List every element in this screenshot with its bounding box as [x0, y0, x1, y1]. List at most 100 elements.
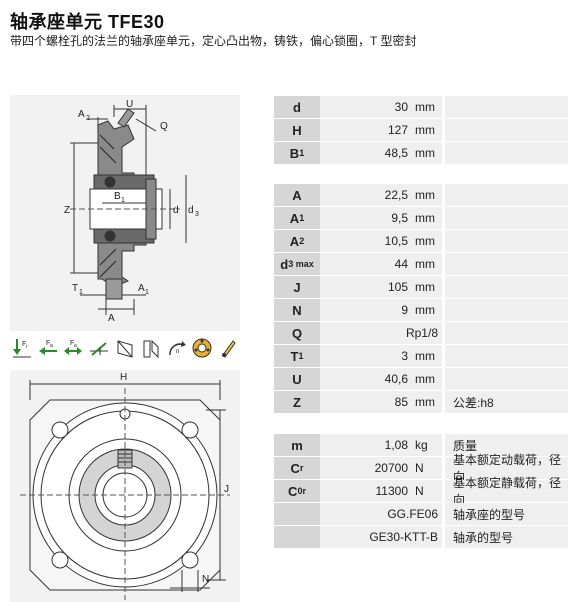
label-T1-sub: 1	[79, 289, 83, 296]
spec-key-symbol: d	[293, 99, 301, 115]
spec-unit: mm	[412, 391, 442, 413]
spec-key-subscript: 3 max	[288, 259, 314, 269]
spec-note	[445, 253, 568, 275]
spec-unit: mm	[412, 276, 442, 298]
spec-key-symbol: B	[289, 145, 300, 161]
label-Z: Z	[64, 205, 70, 216]
side-view-svg: U A 2 Q Z B 1 d d 3 T 1 A 1 A	[64, 99, 199, 324]
spec-key: Z	[274, 391, 320, 413]
spec-key-symbol: T	[290, 348, 299, 364]
spec-note	[445, 142, 568, 164]
spec-key: U	[274, 368, 320, 390]
axial-load-both-icon-label: F	[70, 340, 74, 347]
label-A: A	[108, 313, 115, 324]
label-H: H	[120, 372, 127, 383]
spec-value: 9,5	[320, 207, 412, 229]
spec-key-subscript: 0r	[297, 486, 306, 496]
spec-key: m	[274, 434, 320, 456]
spec-key-subscript: r	[299, 463, 304, 473]
spec-key-symbol: A	[292, 187, 302, 203]
spec-note	[445, 207, 568, 229]
spec-note: 公差:h8	[445, 391, 568, 413]
spec-key-symbol: Q	[291, 325, 303, 341]
spec-note: 轴承座的型号	[445, 503, 568, 525]
spec-unit: mm	[412, 207, 442, 229]
shaft-misalignment-icon	[87, 336, 111, 360]
relubrication-icon	[216, 336, 240, 360]
spec-key: J	[274, 276, 320, 298]
spec-key-subscript: 2	[299, 236, 305, 246]
label-U: U	[126, 99, 133, 110]
front-view-drawing: H J N	[10, 370, 240, 602]
spec-unit: N	[412, 457, 442, 479]
spec-value: 85	[320, 391, 412, 413]
spec-value: 127	[320, 119, 412, 141]
spec-key-symbol: C	[290, 460, 300, 476]
label-B1-sub: 1	[121, 197, 125, 204]
spec-note: 质量	[445, 434, 568, 456]
spec-value: 105	[320, 276, 412, 298]
spec-note	[445, 96, 568, 118]
spec-key: A	[274, 184, 320, 206]
spec-value: 10,5	[320, 230, 412, 252]
spec-unit: mm	[412, 299, 442, 321]
spec-key	[274, 526, 320, 548]
axial-load-left-icon-label: F	[46, 340, 50, 347]
axial-load-both-icon-sub: a	[74, 343, 77, 349]
spec-key-symbol: C	[288, 483, 298, 499]
spec-value: 1,08	[320, 434, 412, 456]
spec-unit: mm	[412, 230, 442, 252]
label-d3-sub: 3	[195, 211, 199, 218]
label-T1: T	[72, 283, 78, 294]
spec-value: 44	[320, 253, 412, 275]
spec-key: Q	[274, 322, 320, 344]
spec-value: 20700	[320, 457, 412, 479]
label-A2: A	[78, 109, 85, 120]
spec-value: 40,6	[320, 368, 412, 390]
radial-load-icon-sub: r	[26, 344, 28, 350]
spec-note	[445, 276, 568, 298]
label-Q: Q	[160, 121, 168, 132]
spec-key-symbol: U	[292, 371, 302, 387]
axial-load-left-icon-sub: a	[50, 343, 53, 349]
rotation-speed-icon: n	[165, 336, 189, 360]
spec-unit: N	[412, 480, 442, 502]
spec-key-symbol: A	[289, 210, 300, 226]
spec-key-symbol: H	[292, 122, 302, 138]
page-subtitle: 带四个螺栓孔的法兰的轴承座单元，定心凸出物，铸铁，偏心锁圈，T 型密封	[10, 34, 417, 48]
svg-text:n: n	[176, 349, 179, 355]
label-A2-sub: 2	[86, 115, 90, 122]
spec-value: 11300	[320, 480, 412, 502]
spec-value: 30	[320, 96, 412, 118]
spec-note	[445, 368, 568, 390]
spec-unit: mm	[412, 253, 442, 275]
spec-unit: mm	[412, 345, 442, 367]
spec-key-subscript: 1	[298, 351, 304, 361]
bearing-type-icon	[190, 336, 214, 360]
label-A1: A	[138, 283, 145, 294]
